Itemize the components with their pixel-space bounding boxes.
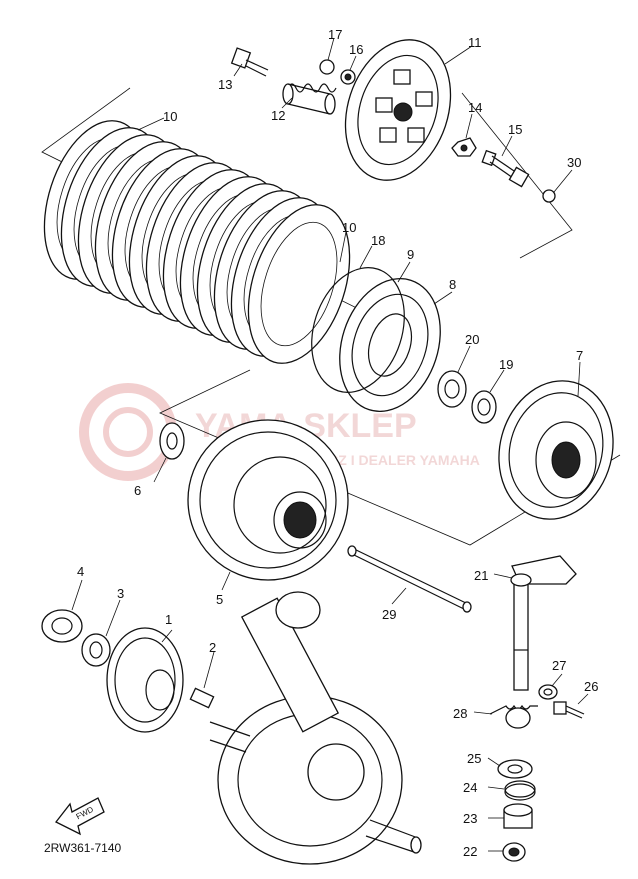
key-2: [189, 687, 215, 709]
leader-lines: [71, 37, 589, 852]
callout-17: 17: [328, 27, 342, 42]
callout-25: 25: [467, 751, 481, 766]
ball-30: [542, 189, 556, 203]
washer-27: [538, 684, 558, 700]
nut-14: [451, 137, 477, 157]
callout-8: 8: [449, 277, 456, 292]
callout-4: 4: [77, 564, 84, 579]
callout-2: 2: [209, 640, 216, 655]
nut-4: [41, 609, 83, 643]
watermark-logo-inner-icon: [103, 407, 153, 457]
clutch-spring: [282, 83, 337, 115]
bolt-26: [553, 701, 585, 719]
callout-29: 29: [382, 607, 396, 622]
callout-13: 13: [218, 77, 232, 92]
callout-27: 27: [552, 658, 566, 673]
callout-16: 16: [349, 42, 363, 57]
callout-18: 18: [371, 233, 385, 248]
oil-seal-25: [497, 759, 533, 779]
fwd-arrow-icon: FWD: [55, 797, 105, 836]
spring-28: [489, 704, 538, 729]
callout-24: 24: [463, 780, 477, 795]
nut-17: [319, 59, 335, 75]
callout-1: 1: [165, 612, 172, 627]
callout-9: 9: [407, 247, 414, 262]
washer-16: [340, 69, 356, 85]
callout-15: 15: [508, 122, 522, 137]
callout-11: 11: [468, 35, 482, 50]
bearing-23: [503, 803, 533, 829]
callout-30: 30: [567, 155, 581, 170]
lock-washer-19: [471, 390, 497, 424]
crankshaft: [209, 591, 422, 865]
nut-20: [437, 370, 467, 408]
callout-26: 26: [584, 679, 598, 694]
callout-10-lower: 10: [342, 220, 356, 235]
callout-14: 14: [468, 100, 482, 115]
bearing-22: [502, 842, 526, 862]
bushing-24: [504, 780, 536, 801]
clutch-plate: [247, 204, 351, 364]
callout-5: 5: [216, 592, 223, 607]
callout-6: 6: [134, 483, 141, 498]
bolt-13: [230, 47, 269, 77]
callout-7: 7: [576, 348, 583, 363]
callout-21: 21: [474, 568, 488, 583]
clutch-plate-stack: [43, 120, 351, 364]
pressure-plate: [344, 39, 452, 181]
callout-10-upper: 10: [163, 109, 177, 124]
lock-washer-3: [81, 633, 111, 667]
push-rod-15: [481, 149, 530, 188]
clutch-plate-inner-edge: [260, 221, 338, 347]
callout-19: 19: [499, 357, 513, 372]
callout-3: 3: [117, 586, 124, 601]
ring-18: [311, 267, 405, 393]
document-code: 2RW361-7140: [44, 841, 121, 855]
push-lever-shaft-21: [510, 555, 577, 691]
clutch-basket-5: [187, 419, 349, 581]
callout-20: 20: [465, 332, 479, 347]
callout-28: 28: [453, 706, 467, 721]
callout-22: 22: [463, 844, 477, 859]
callout-labels: 1 2 3 4 5 6 7 8 9 10 10 11 12 13 14 15 1…: [77, 27, 598, 859]
watermark-logo-icon: [79, 383, 177, 481]
clutch-boss-8: [339, 277, 441, 413]
callout-23: 23: [463, 811, 477, 826]
washer-6: [159, 422, 185, 460]
push-rod-29: [347, 545, 472, 613]
callout-12: 12: [271, 108, 285, 123]
primary-drive-gear-1: [106, 627, 184, 733]
clutch-housing-7: [498, 380, 614, 520]
